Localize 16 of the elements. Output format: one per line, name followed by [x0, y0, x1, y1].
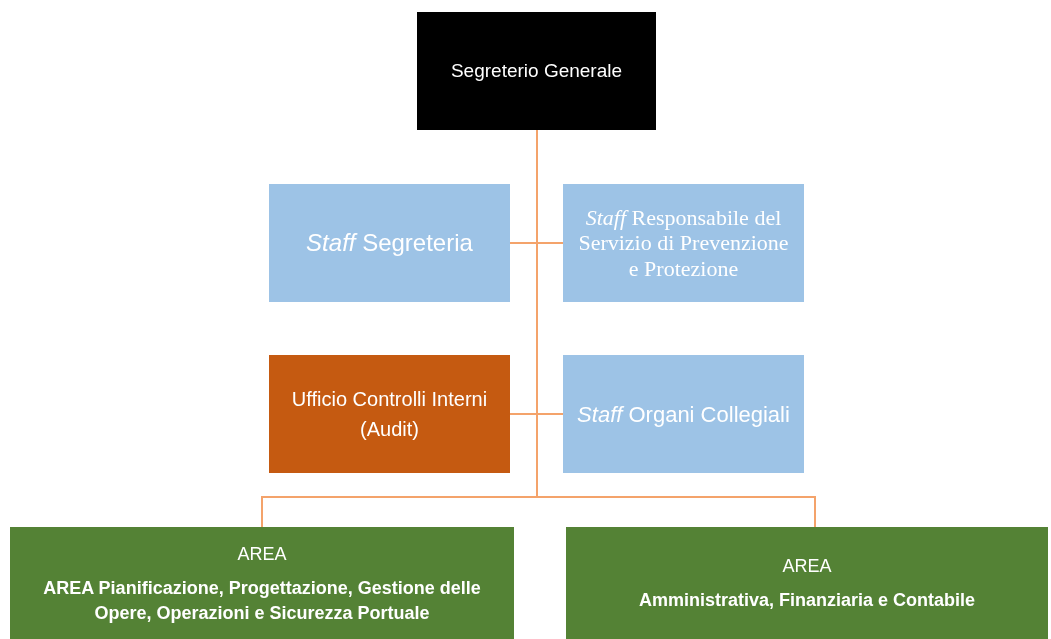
staff-box: [269, 184, 510, 302]
staff-box: [563, 184, 804, 302]
box-text: Ufficio Controlli Interni (Audit): [290, 387, 489, 442]
area-box: [566, 527, 1048, 639]
staff-box: [563, 355, 804, 473]
box-text: AREA Pianificazione, Progettazione, Gestione delle Opere, Operazioni e Sicurezza Portuale: [42, 576, 482, 625]
box-text: Segreterio Generale: [450, 58, 623, 83]
box-text: Staff Organi Collegiali: [577, 400, 790, 429]
box-text: Staff Segreteria: [306, 228, 473, 258]
box-text: Amministrativa, Finanziaria e Contabile: [638, 589, 976, 613]
head-box: [417, 12, 656, 130]
area-box: [10, 527, 514, 639]
office-box: [269, 355, 510, 473]
box-text: Staff Responsabile del Servizio di Prevenzione e Protezione: [577, 205, 790, 281]
area-heading: AREA: [782, 555, 832, 579]
area-heading: AREA: [237, 542, 287, 566]
